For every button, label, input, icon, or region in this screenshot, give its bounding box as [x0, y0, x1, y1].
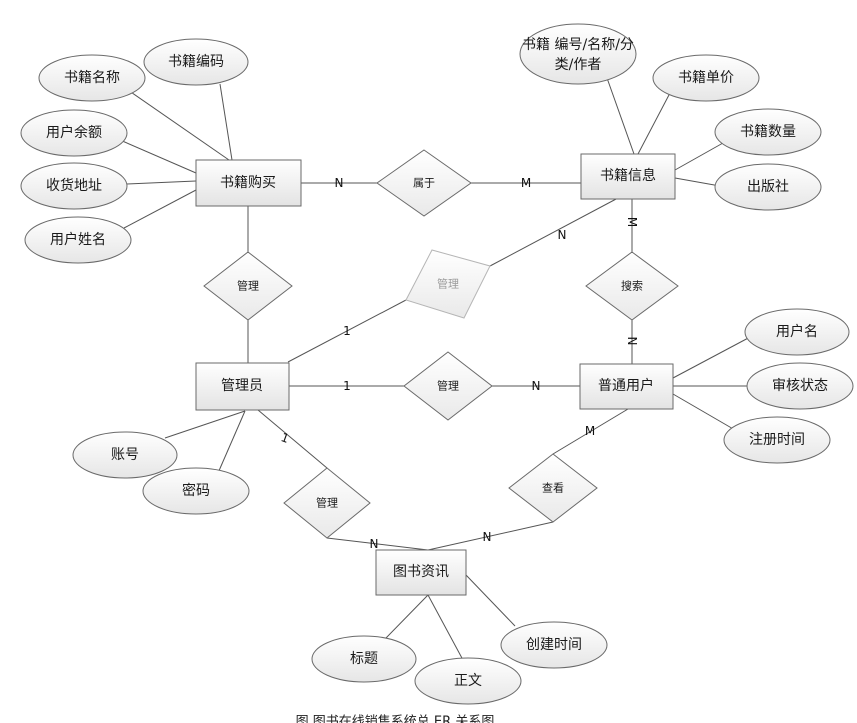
attr-book-name-label: 书籍名称: [64, 69, 120, 86]
cardinality-labels: N M 1 N M N 1 N 1 N M N: [279, 176, 639, 551]
entity-book-info: 书籍信息: [580, 153, 676, 200]
rel-manage-book-info-label: 管理: [437, 277, 459, 291]
attr-password-label: 密码: [182, 482, 210, 499]
connector-lines: [119, 77, 753, 661]
attr-user-real-name: 用户姓名: [24, 216, 132, 264]
rel-manage-user-label: 管理: [437, 379, 459, 393]
attr-book-code: 书籍编码: [143, 38, 249, 86]
rel-search: 搜索: [585, 251, 679, 321]
attr-body-label: 正文: [454, 673, 482, 689]
attr-body: 正文: [414, 657, 522, 705]
attr-book-quantity: 书籍数量: [714, 108, 822, 156]
entity-admin: 管理员: [195, 362, 290, 411]
rel-belongs-to-label: 属于: [413, 177, 435, 190]
card-info-manage: N: [558, 228, 567, 242]
attr-username: 用户名: [744, 308, 850, 356]
attr-book-fields-line1: 书籍 编号/名称/分: [522, 36, 634, 53]
card-admin-manage-info: 1: [343, 324, 351, 338]
entity-book-news-label: 图书资讯: [393, 564, 449, 580]
rel-manage-news-label: 管理: [316, 496, 338, 510]
card-user-manage: N: [532, 379, 541, 393]
figure-caption: 图 图书在线销售系统总 ER 关系图: [296, 714, 495, 723]
rel-manage-purchase: 管理: [203, 251, 293, 321]
card-news-manage: N: [370, 537, 379, 551]
attr-user-balance-label: 用户余额: [46, 124, 102, 141]
card-user-view: M: [585, 424, 595, 438]
rel-view-label: 查看: [542, 481, 564, 495]
card-admin-manage-news: 1: [279, 430, 291, 446]
attr-book-code-label: 书籍编码: [168, 53, 224, 70]
attr-user-real-name-label: 用户姓名: [50, 231, 106, 248]
attr-review-status: 审核状态: [746, 362, 854, 410]
card-purchase-belongs: N: [335, 176, 344, 190]
attr-book-quantity-label: 书籍数量: [740, 123, 796, 140]
card-user-search: N: [625, 337, 639, 346]
attr-book-fields: 书籍 编号/名称/分 类/作者: [519, 23, 637, 85]
attr-title-label: 标题: [350, 651, 378, 667]
card-news-view: N: [483, 530, 492, 544]
attr-password: 密码: [142, 467, 250, 515]
entity-book-info-label: 书籍信息: [600, 167, 656, 184]
attr-create-time: 创建时间: [500, 621, 608, 669]
rel-search-label: 搜索: [621, 279, 643, 293]
attr-register-time-label: 注册时间: [749, 432, 805, 448]
attr-book-price-label: 书籍单价: [678, 69, 734, 86]
card-admin-manage-user: 1: [343, 379, 351, 393]
entity-admin-label: 管理员: [221, 378, 263, 394]
attr-publisher: 出版社: [714, 163, 822, 211]
attr-shipping-address-label: 收货地址: [46, 177, 102, 194]
rel-manage-user: 管理: [403, 351, 493, 421]
rel-manage-purchase-label: 管理: [237, 279, 259, 293]
rel-belongs-to: 属于: [376, 149, 472, 217]
attr-user-balance: 用户余额: [20, 109, 128, 157]
attr-register-time: 注册时间: [723, 416, 831, 464]
attr-account: 账号: [72, 431, 178, 479]
rel-manage-news: 管理: [283, 467, 371, 539]
rel-manage-book-info: 管理: [405, 249, 491, 319]
entity-normal-user-label: 普通用户: [598, 377, 654, 394]
card-info-belongs: M: [521, 176, 531, 190]
entity-normal-user: 普通用户: [579, 363, 674, 410]
rel-view: 查看: [508, 453, 598, 523]
card-info-search: M: [625, 217, 639, 227]
attr-shipping-address: 收货地址: [20, 162, 128, 210]
entity-book-news: 图书资讯: [375, 549, 467, 596]
attr-publisher-label: 出版社: [747, 179, 789, 195]
entity-book-purchase: 书籍购买: [195, 159, 302, 207]
attr-book-price: 书籍单价: [652, 54, 760, 102]
attr-account-label: 账号: [111, 447, 139, 463]
attr-create-time-label: 创建时间: [526, 637, 582, 653]
attr-review-status-label: 审核状态: [772, 378, 828, 394]
entity-book-purchase-label: 书籍购买: [220, 174, 276, 191]
attr-title: 标题: [311, 635, 417, 683]
attr-book-fields-line2: 类/作者: [555, 57, 602, 73]
attr-book-name: 书籍名称: [38, 54, 146, 102]
attr-username-label: 用户名: [776, 323, 818, 340]
